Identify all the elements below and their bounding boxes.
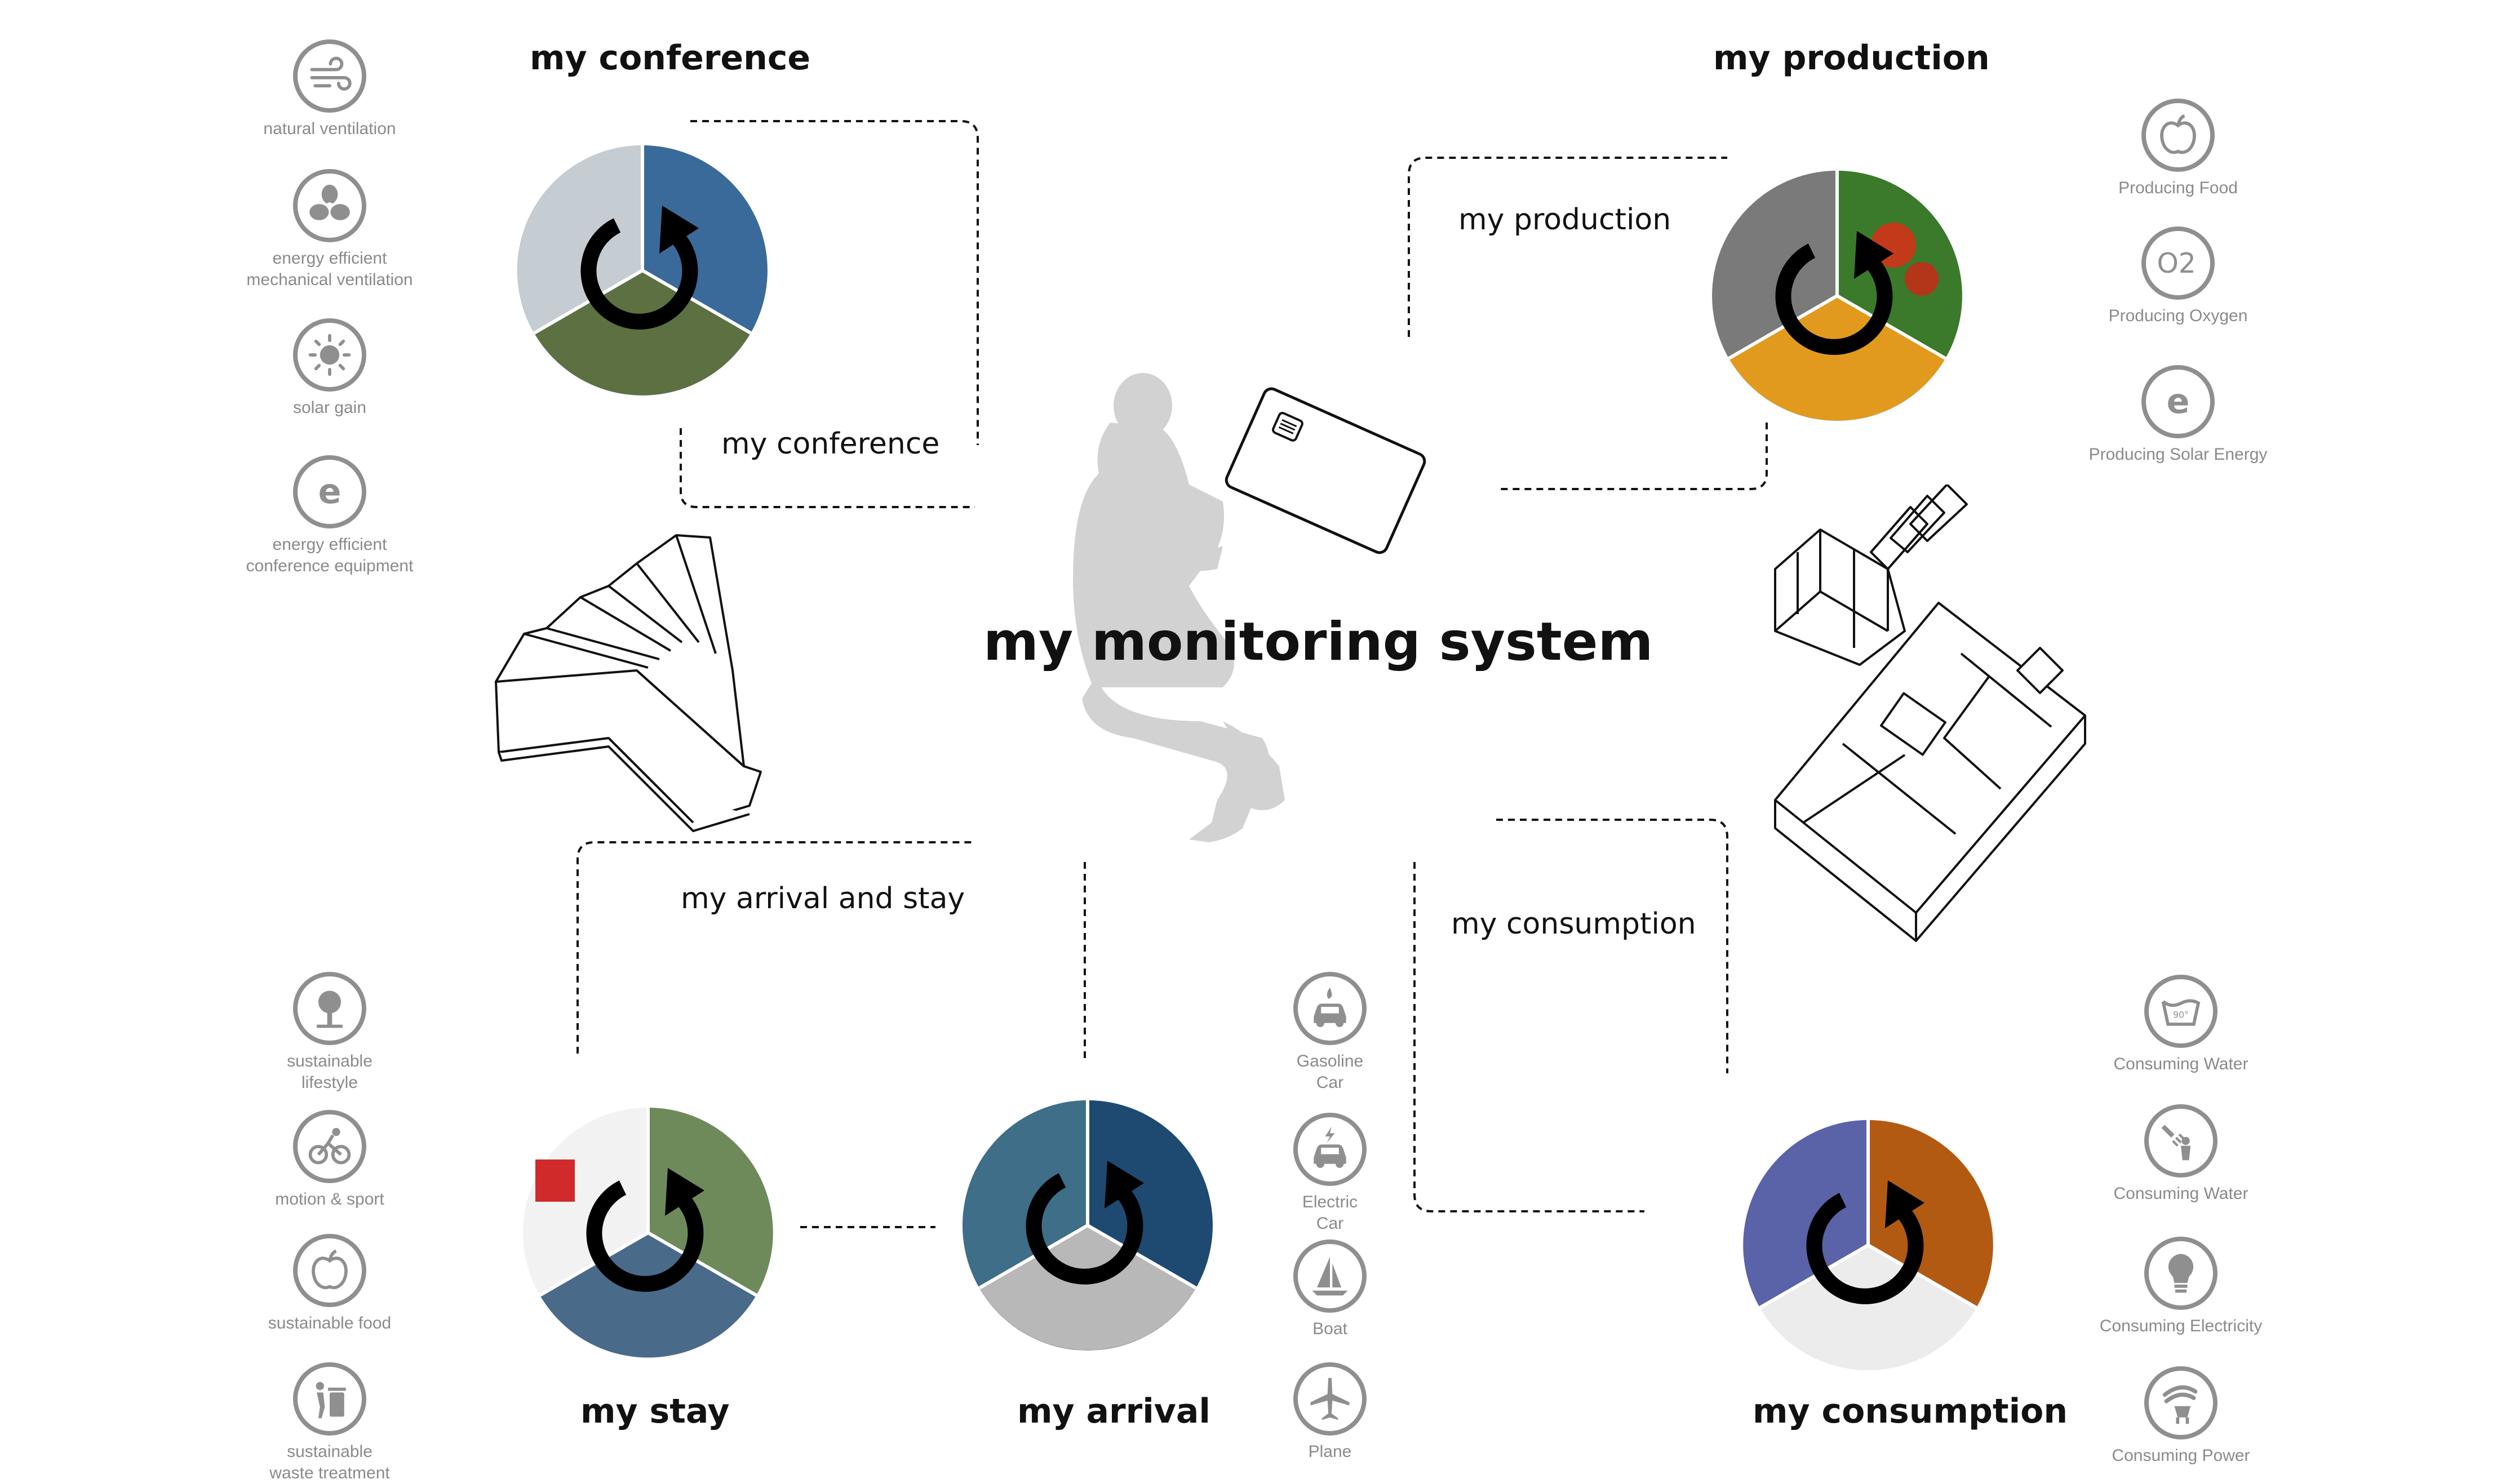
conference-cycle-wheel	[517, 145, 768, 396]
motion-sport-caption: motion & sport	[275, 1190, 384, 1208]
center-title: my monitoring system	[983, 611, 1653, 673]
sustainable-food-item: sustainable food	[217, 1234, 442, 1334]
stay-heading: my stay	[580, 1392, 730, 1431]
electric-car-caption: Electric Car	[1302, 1193, 1358, 1233]
gasoline-car-item: Gasoline Car	[1217, 972, 1443, 1094]
svg-text:e: e	[2167, 382, 2190, 421]
conference-connector-lower	[680, 428, 975, 508]
plane-item: Plane	[1217, 1362, 1443, 1463]
svg-text:90°: 90°	[2173, 1009, 2189, 1020]
oxygen-icon: O2	[2141, 226, 2215, 300]
washing-water-icon: 90°	[2144, 975, 2218, 1048]
plane-caption: Plane	[1308, 1442, 1352, 1461]
consumption-flow-label: my consumption	[1451, 907, 1696, 941]
arrival-cycle-wheel	[963, 1100, 1213, 1350]
producing-food-caption: Producing Food	[2118, 179, 2238, 197]
electric-car-icon	[1293, 1113, 1367, 1186]
conference-equipment-caption: energy efficient conference equipment	[246, 535, 414, 575]
production-connector-lower	[1498, 423, 1768, 490]
svg-text:O2: O2	[2157, 248, 2196, 279]
conference-building-sketch	[495, 534, 762, 832]
house-greenhouse-sketch	[1774, 485, 2086, 942]
conference-connector	[690, 120, 979, 445]
arrival-stay-flow-label: my arrival and stay	[681, 882, 965, 916]
sustainable-lifestyle-caption: sustainable lifestyle	[287, 1052, 372, 1092]
producing-solar-item: e Producing Solar Energy	[2065, 365, 2291, 465]
smart-card	[1225, 387, 1426, 554]
solar-gain-item: solar gain	[217, 318, 442, 419]
production-cycle-wheel	[1712, 171, 1962, 421]
plane-icon	[1293, 1362, 1367, 1436]
conference-flow-label: my conference	[721, 427, 940, 461]
natural-ventilation-item: natural ventilation	[217, 39, 442, 140]
boat-item: Boat	[1217, 1239, 1443, 1340]
stay-cycle-wheel	[523, 1108, 773, 1358]
arrival-stay-connector	[576, 841, 972, 1054]
electric-car-item: Electric Car	[1217, 1113, 1443, 1234]
consuming-electricity-item: Consuming Electricity	[2068, 1237, 2294, 1337]
sustainable-lifestyle-item: sustainable lifestyle	[217, 972, 442, 1094]
bicycle-icon	[293, 1110, 366, 1183]
mechanical-ventilation-caption: energy efficient mechanical ventilation	[246, 249, 413, 289]
fan-icon	[293, 169, 366, 242]
apple-icon	[293, 1234, 366, 1307]
motion-sport-item: motion & sport	[217, 1110, 442, 1210]
apple-icon	[2141, 99, 2215, 172]
mechanical-ventilation-item: energy efficient mechanical ventilation	[217, 169, 442, 291]
light-bulb-icon	[2144, 1237, 2218, 1310]
production-heading: my production	[1713, 38, 1990, 78]
waste-bin-icon	[293, 1362, 366, 1436]
production-flow-label: my production	[1458, 203, 1671, 237]
consuming-water-caption-2: Consuming Water	[2113, 1184, 2249, 1203]
wind-icon	[293, 39, 366, 113]
boat-icon	[1293, 1239, 1367, 1313]
production-connector	[1408, 157, 1727, 337]
waste-treatment-item: sustainable waste treatment	[217, 1362, 442, 1484]
consuming-water-caption-1: Consuming Water	[2113, 1055, 2249, 1073]
waste-treatment-caption: sustainable waste treatment	[269, 1442, 390, 1482]
producing-food-item: Producing Food	[2065, 99, 2291, 199]
conference-heading: my conference	[530, 38, 811, 78]
boat-caption: Boat	[1312, 1319, 1347, 1338]
consuming-electricity-caption: Consuming Electricity	[2099, 1317, 2263, 1335]
gasoline-car-icon	[1293, 972, 1367, 1045]
consumption-connector-lower	[1413, 862, 1644, 1212]
power-plug-icon	[2144, 1366, 2218, 1439]
consumption-heading: my consumption	[1753, 1392, 2068, 1431]
consuming-power-caption: Consuming Power	[2112, 1446, 2250, 1465]
producing-oxygen-caption: Producing Oxygen	[2108, 306, 2248, 325]
natural-ventilation-caption: natural ventilation	[263, 119, 396, 138]
tree-icon	[293, 972, 366, 1045]
producing-solar-caption: Producing Solar Energy	[2088, 445, 2268, 464]
arrival-heading: my arrival	[1017, 1392, 1210, 1431]
producing-oxygen-item: O2 Producing Oxygen	[2065, 226, 2291, 327]
gasoline-car-caption: Gasoline Car	[1296, 1052, 1364, 1092]
conference-equipment-item: e energy efficient conference equipment	[217, 455, 442, 577]
solar-gain-caption: solar gain	[292, 398, 367, 417]
consumption-connector	[1496, 819, 1728, 1073]
consuming-water-item-1: 90° Consuming Water	[2068, 975, 2294, 1075]
person-silhouette	[1073, 373, 1285, 842]
svg-text:e: e	[318, 472, 342, 512]
sun-icon	[293, 318, 366, 392]
energy-e-icon: e	[293, 455, 366, 528]
energy-e-icon: e	[2141, 365, 2215, 438]
consuming-power-item: Consuming Power	[2068, 1366, 2294, 1467]
consumption-cycle-wheel	[1743, 1120, 1993, 1370]
consuming-water-item-2: Consuming Water	[2068, 1104, 2294, 1205]
shower-icon	[2144, 1104, 2218, 1178]
sustainable-food-caption: sustainable food	[268, 1314, 392, 1332]
